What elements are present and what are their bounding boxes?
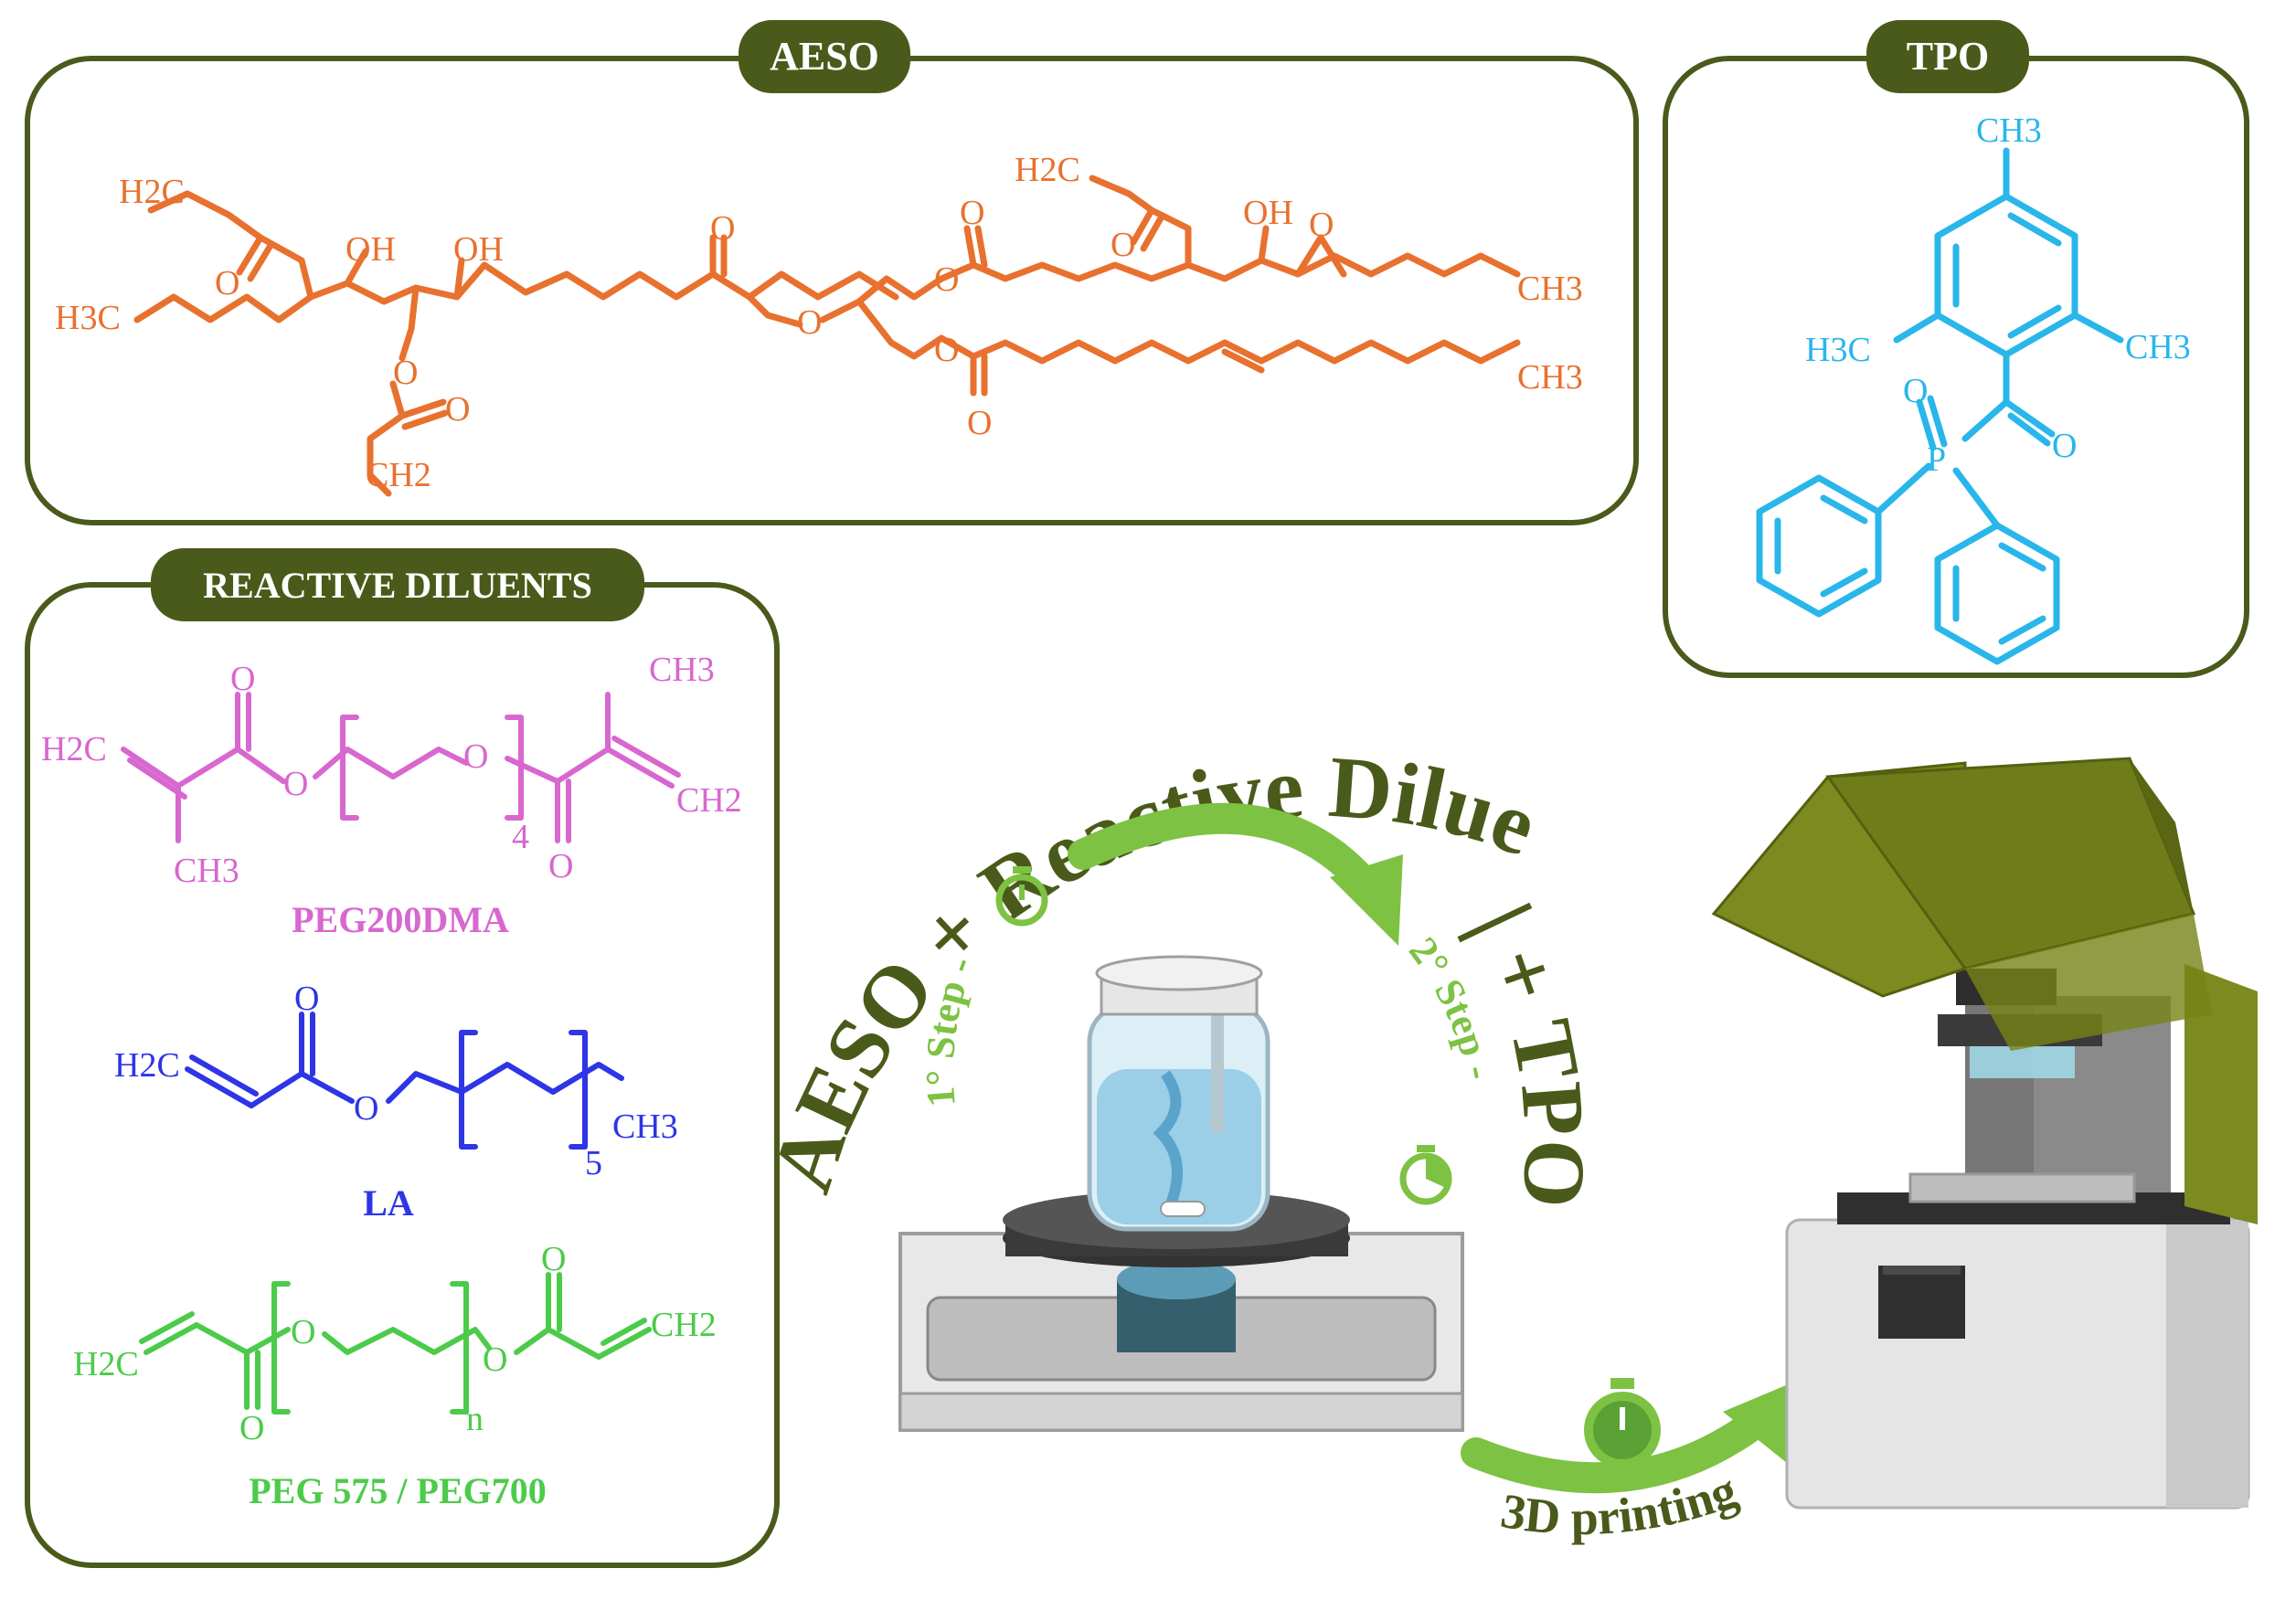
svg-text:O: O: [541, 1240, 566, 1278]
svg-text:O: O: [1111, 226, 1135, 264]
svg-text:O: O: [445, 390, 470, 429]
printing-arrow: [1461, 1401, 1780, 1494]
svg-text:CH2: CH2: [676, 781, 742, 820]
la-atoms: H2C O O CH3 5 LA: [114, 980, 678, 1224]
tpo-atoms: CH3 H3C CH3 O P O: [1805, 111, 2191, 479]
svg-text:OH: OH: [345, 230, 396, 269]
svg-text:O: O: [797, 303, 822, 342]
la-name: LA: [363, 1182, 414, 1224]
svg-text:CH3: CH3: [174, 852, 239, 890]
mixing-jar: [1087, 955, 1270, 1232]
peg575-atoms: H2C O O n O O CH2 PEG 575 / PEG700: [73, 1240, 717, 1511]
aeso-label: AESO: [770, 34, 879, 79]
timer-icon: [1584, 1378, 1661, 1468]
svg-text:H2C: H2C: [73, 1345, 139, 1383]
svg-text:CH3: CH3: [1517, 270, 1583, 308]
svg-text:H3C: H3C: [1805, 331, 1871, 369]
svg-text:O: O: [294, 980, 319, 1018]
svg-text:O: O: [548, 847, 573, 885]
svg-text:O: O: [710, 209, 735, 248]
svg-text:O: O: [483, 1340, 507, 1379]
svg-text:O: O: [283, 765, 308, 803]
svg-text:O: O: [463, 737, 488, 776]
svg-text:CH3: CH3: [1517, 358, 1583, 397]
peg200dma-name: PEG200DMA: [292, 899, 509, 940]
peg200dma-structure: [121, 692, 681, 843]
svg-text:H2C: H2C: [114, 1046, 180, 1085]
svg-text:O: O: [215, 264, 239, 302]
aeso-structure: [133, 175, 1521, 497]
svg-text:O: O: [934, 260, 959, 299]
svg-text:CH2: CH2: [366, 456, 431, 494]
svg-text:CH3: CH3: [612, 1107, 678, 1146]
svg-text:n: n: [466, 1400, 484, 1438]
timer-icon: [995, 866, 1048, 927]
svg-text:P: P: [1927, 440, 1946, 479]
svg-text:OH: OH: [1243, 194, 1293, 232]
svg-text:O: O: [291, 1313, 315, 1351]
timer-icon: [1399, 1145, 1452, 1205]
la-structure: [185, 1012, 624, 1150]
svg-text:O: O: [354, 1089, 378, 1128]
tpo-structure: [1756, 147, 2124, 665]
svg-text:CH3: CH3: [1976, 111, 2042, 150]
svg-text:O: O: [393, 354, 418, 392]
svg-text:O: O: [1309, 206, 1334, 244]
3d-printer: [1711, 757, 2258, 1510]
reactive-diluents-label: REACTIVE DILUENTS: [203, 565, 592, 606]
magnetic-stirrer: [898, 1191, 1464, 1432]
reactive-diluents-panel: REACTIVE DILUENTS H2C CH3 O O O 4: [25, 548, 780, 1568]
tpo-label: TPO: [1907, 34, 1989, 79]
peg575-name: PEG 575 / PEG700: [249, 1470, 547, 1511]
svg-text:O: O: [239, 1409, 264, 1447]
svg-text:4: 4: [512, 818, 529, 856]
svg-text:5: 5: [585, 1144, 602, 1182]
svg-text:CH3: CH3: [649, 651, 715, 689]
svg-text:H2C: H2C: [119, 173, 185, 211]
peg575-structure: [139, 1272, 652, 1415]
tpo-panel: TPO: [1663, 20, 2249, 678]
svg-text:H2C: H2C: [41, 730, 107, 768]
svg-text:H2C: H2C: [1015, 151, 1080, 189]
aeso-atoms: H2C H3C O OH OH O O CH2 O O O O O O H2C …: [55, 151, 1583, 494]
svg-text:O: O: [934, 331, 959, 369]
svg-text:O: O: [2052, 427, 2077, 465]
svg-text:CH3: CH3: [2125, 328, 2191, 366]
peg200dma-atoms: H2C CH3 O O O 4 O CH3 CH2 PEG200DMA: [41, 651, 742, 940]
svg-text:O: O: [960, 194, 984, 232]
aeso-panel: AESO: [25, 20, 1639, 525]
svg-text:H3C: H3C: [55, 299, 121, 337]
svg-text:CH2: CH2: [651, 1306, 717, 1344]
svg-text:O: O: [230, 660, 255, 698]
svg-text:O: O: [967, 404, 992, 442]
mixing-arrow-head: [1330, 854, 1403, 946]
svg-text:OH: OH: [453, 230, 504, 269]
svg-text:O: O: [1903, 372, 1928, 410]
mixing-arrow: [1068, 802, 1387, 906]
